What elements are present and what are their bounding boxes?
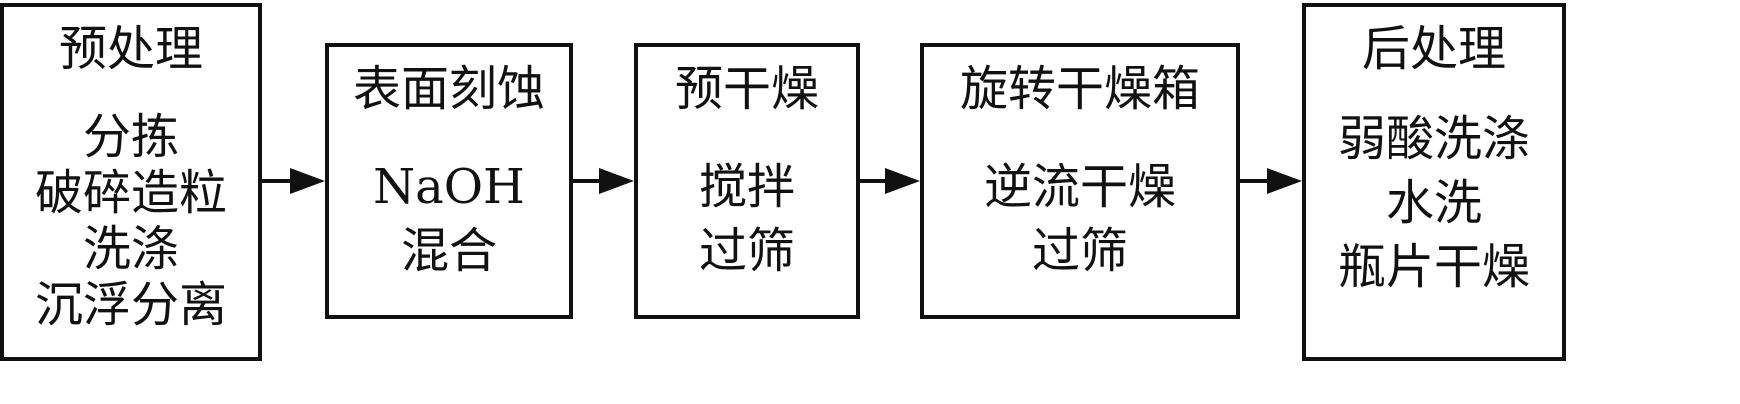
step-line: 逆流干燥	[983, 159, 1176, 215]
step-box-rotary-dryer: 旋转干燥箱 逆流干燥 过筛	[920, 43, 1240, 319]
step-line: 沉浮分离	[34, 277, 227, 333]
step-line: 过筛	[1031, 223, 1128, 279]
step-line: 破碎造粒	[34, 165, 227, 221]
step-line: 混合	[400, 223, 497, 279]
step-box-post-treatment: 后处理 弱酸洗涤 水洗 瓶片干燥	[1302, 3, 1566, 361]
step-line: 洗涤	[82, 221, 179, 277]
step-line: 过筛	[698, 223, 795, 279]
step-line: 水洗	[1385, 175, 1482, 231]
step-title: 旋转干燥箱	[959, 61, 1200, 117]
arrow-3	[860, 168, 920, 194]
step-line: 弱酸洗涤	[1337, 111, 1530, 167]
step-line: 搅拌	[698, 159, 795, 215]
arrow-1	[262, 168, 325, 194]
step-title: 预处理	[58, 21, 203, 77]
arrow-2	[573, 168, 634, 194]
step-title: 后处理	[1361, 21, 1506, 77]
step-line: 瓶片干燥	[1337, 239, 1530, 295]
arrow-4	[1240, 168, 1302, 194]
step-box-pretreatment: 预处理 分拣 破碎造粒 洗涤 沉浮分离	[0, 3, 262, 361]
step-title: 预干燥	[674, 61, 819, 117]
step-line: NaOH	[373, 159, 525, 215]
step-box-predrying: 预干燥 搅拌 过筛	[634, 43, 860, 319]
step-title: 表面刻蚀	[352, 61, 545, 117]
step-box-surface-etching: 表面刻蚀 NaOH 混合	[325, 43, 573, 319]
step-line: 分拣	[82, 109, 179, 165]
